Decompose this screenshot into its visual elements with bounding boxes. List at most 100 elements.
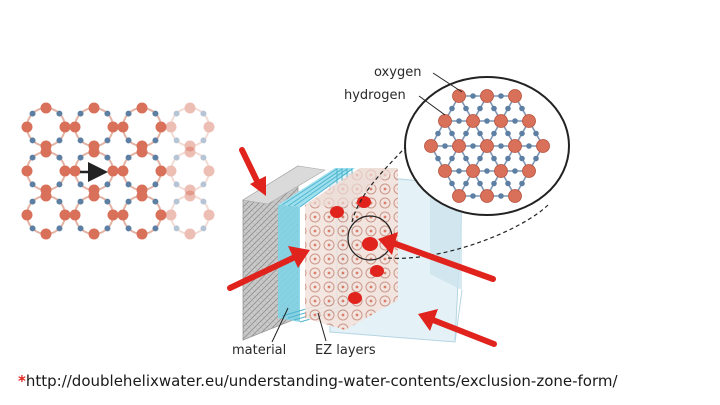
oxygen-atom bbox=[508, 139, 522, 153]
oxygen-atom bbox=[203, 165, 215, 177]
lattice-cell bbox=[21, 102, 71, 152]
hydrogen-atom bbox=[477, 130, 483, 137]
hydrogen-atom bbox=[104, 225, 111, 232]
hydrogen-atom bbox=[505, 180, 511, 187]
oxygen-atom bbox=[155, 165, 167, 177]
hydrogen-atom bbox=[77, 137, 84, 144]
hydrogen-atom bbox=[449, 105, 455, 112]
hydrogen-atom bbox=[435, 130, 441, 137]
oxygen-atom bbox=[107, 165, 119, 177]
hydrogen-atom bbox=[435, 155, 441, 162]
oxygen-atom bbox=[21, 209, 33, 221]
hydrogen-atom bbox=[463, 180, 469, 187]
oxygen-atom bbox=[452, 139, 466, 153]
oxygen-atom bbox=[88, 146, 100, 158]
hydrogen-atom bbox=[56, 181, 63, 188]
ez-layers-label-group: EZ layers bbox=[315, 312, 376, 358]
source-footnote: *http://doublehelixwater.eu/understandin… bbox=[18, 372, 618, 390]
hydrogen-atom bbox=[77, 154, 84, 161]
left-lattice bbox=[21, 102, 215, 240]
lattice-cell bbox=[21, 146, 71, 196]
hydrogen-atom bbox=[173, 198, 180, 205]
hydrogen-atom bbox=[56, 225, 63, 232]
oxygen-atom bbox=[40, 190, 52, 202]
oxygen-atom bbox=[466, 114, 480, 128]
oxygen-atom bbox=[136, 228, 148, 240]
oxygen-atom bbox=[165, 209, 177, 221]
hydrogen-atom bbox=[200, 137, 207, 144]
hydrogen-atom bbox=[29, 198, 36, 205]
hydrogen-label-group: hydrogen bbox=[344, 88, 446, 116]
oxygen-atom bbox=[136, 146, 148, 158]
hydrogen-atom bbox=[477, 155, 483, 162]
hydrogen-atom bbox=[519, 105, 525, 112]
hydrogen-atom bbox=[152, 198, 159, 205]
hydrogen-atom bbox=[173, 110, 180, 117]
hydrogen-atom bbox=[200, 198, 207, 205]
hydrogen-atom bbox=[173, 154, 180, 161]
oxygen-atom bbox=[438, 114, 452, 128]
ez-red-molecules bbox=[330, 196, 384, 304]
oxygen-atom bbox=[40, 102, 52, 114]
hydrogen-atom bbox=[200, 181, 207, 188]
hydrogen-atom bbox=[519, 130, 525, 137]
oxygen-atom bbox=[522, 164, 536, 178]
oxygen-atom bbox=[203, 121, 215, 133]
oxygen-atom bbox=[88, 190, 100, 202]
oxygen-atom bbox=[452, 189, 466, 203]
oxygen-atom bbox=[107, 121, 119, 133]
hydrogen-atom bbox=[484, 168, 490, 174]
hydrogen-atom bbox=[470, 93, 476, 99]
oxygen-atom bbox=[494, 114, 508, 128]
oxygen-atom bbox=[117, 209, 129, 221]
hydrogen-atom bbox=[470, 143, 476, 149]
oxygen-atom bbox=[522, 114, 536, 128]
hydrogen-atom bbox=[152, 181, 159, 188]
hydrogen-atom bbox=[200, 225, 207, 232]
footnote-url[interactable]: http://doublehelixwater.eu/understanding… bbox=[25, 372, 618, 390]
oxygen-atom bbox=[136, 190, 148, 202]
hydrogen-atom bbox=[125, 137, 132, 144]
oxygen-atom bbox=[184, 140, 196, 152]
hydrogen-atom bbox=[152, 110, 159, 117]
oxygen-atom bbox=[452, 89, 466, 103]
hydrogen-atom bbox=[519, 180, 525, 187]
hydrogen-atom bbox=[56, 198, 63, 205]
oxygen-atom bbox=[155, 209, 167, 221]
oxygen-atom bbox=[184, 190, 196, 202]
oxygen-atom bbox=[508, 189, 522, 203]
hydrogen-atom bbox=[526, 143, 532, 149]
hydrogen-atom bbox=[29, 110, 36, 117]
oxygen-atom bbox=[59, 165, 71, 177]
hydrogen-atom bbox=[463, 105, 469, 112]
hydrogen-atom bbox=[477, 105, 483, 112]
hydrogen-atom bbox=[152, 225, 159, 232]
oxygen-atom bbox=[69, 209, 81, 221]
oxygen-atom bbox=[136, 102, 148, 114]
hydrogen-atom bbox=[449, 180, 455, 187]
hydrogen-atom bbox=[125, 110, 132, 117]
oxygen-atom bbox=[184, 102, 196, 114]
material-label-group: material bbox=[232, 307, 289, 358]
hydrogen-atom bbox=[104, 110, 111, 117]
lattice-cell bbox=[117, 146, 167, 196]
hydrogen-atom bbox=[463, 155, 469, 162]
footnote-marker: * bbox=[18, 372, 26, 390]
hydrogen-atom bbox=[519, 155, 525, 162]
hydrogen-atom bbox=[491, 105, 497, 112]
hydrogen-atom bbox=[491, 180, 497, 187]
lattice-cell bbox=[165, 102, 215, 152]
oxygen-atom bbox=[40, 228, 52, 240]
hydrogen-atom bbox=[491, 155, 497, 162]
oxygen-atom bbox=[40, 146, 52, 158]
oxygen-label-group: oxygen bbox=[374, 65, 463, 93]
lattice-cell bbox=[117, 190, 167, 240]
hydrogen-atom bbox=[77, 181, 84, 188]
oxygen-atom bbox=[88, 228, 100, 240]
hydrogen-atom bbox=[449, 130, 455, 137]
hydrogen-atom bbox=[125, 181, 132, 188]
hydrogen-atom bbox=[56, 154, 63, 161]
magnified-lattice bbox=[404, 76, 570, 216]
oxygen-atom bbox=[117, 165, 129, 177]
hydrogen-atom bbox=[505, 105, 511, 112]
